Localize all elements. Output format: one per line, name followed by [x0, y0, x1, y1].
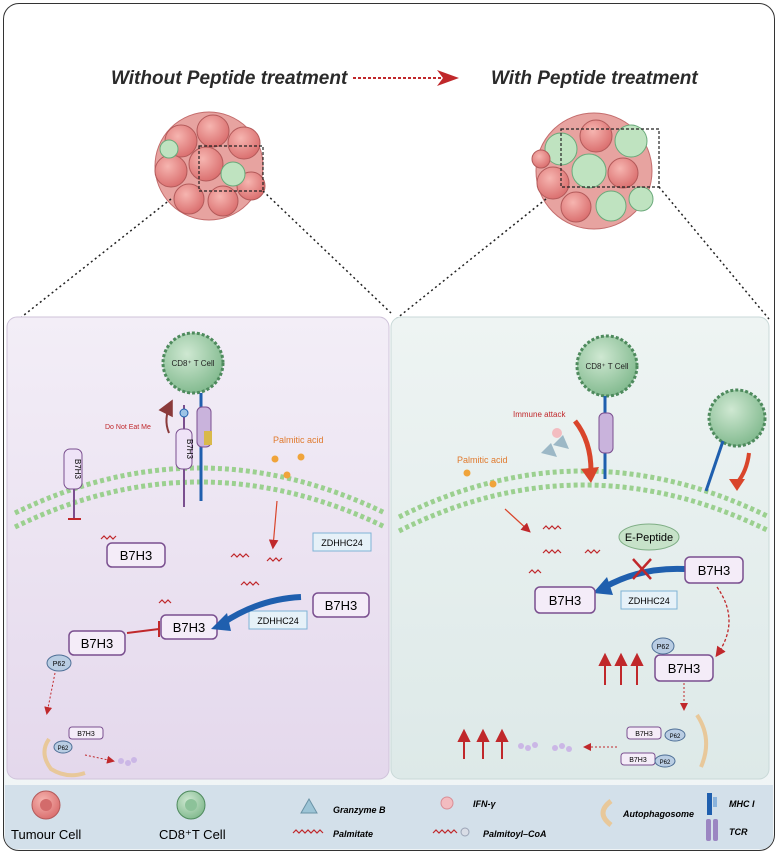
degraded-fragments-right: [518, 742, 572, 752]
immune-attack-label: Immune attack: [513, 410, 566, 419]
b7h3-box-right-a: B7H3: [534, 586, 596, 614]
t-cell-left: CD8⁺ T Cell: [161, 331, 225, 501]
b7h3-box-right-b: B7H3: [684, 556, 744, 584]
palmitoylation-arrow-left: [221, 594, 302, 626]
svg-text:P62: P62: [53, 661, 66, 668]
degradation-arrow-left: [44, 672, 56, 715]
svg-text:Palmitoyl–CoA: Palmitoyl–CoA: [483, 829, 547, 839]
blocked-palmitoylation-arrow: [603, 565, 686, 590]
b7h3-box-left-c: B7H3: [160, 614, 218, 640]
tumour-cluster-untreated: [154, 111, 266, 221]
autophagosome-right: [695, 713, 709, 768]
p62-left-b: P62: [58, 746, 69, 752]
title-with-treatment: With Peptide treatment: [491, 68, 698, 89]
tumour-cluster-treated: [531, 112, 660, 230]
t-cell-right-2: [704, 388, 767, 492]
legend-granzyme-b: Granzyme B: [300, 797, 386, 815]
up-arrows-mid: [598, 652, 644, 685]
b7h3-small-right-1: B7H3: [635, 731, 653, 738]
b7h3-box-left-d: B7H3: [68, 630, 126, 656]
svg-text:Palmitate: Palmitate: [333, 829, 373, 839]
legend-palmitate: Palmitate: [292, 829, 373, 839]
palmitate-marks-right: [528, 525, 601, 574]
legend-autophagosome: Autophagosome: [600, 799, 694, 827]
t-cell-right-label: CD8⁺ T Cell: [585, 362, 628, 371]
right-panel: [390, 316, 770, 780]
p62-left-a: [46, 654, 72, 672]
autophagosome-left: [42, 737, 86, 778]
legend-ifn-gamma: IFN-γ: [440, 796, 496, 810]
svg-text:B7H3: B7H3: [120, 548, 153, 563]
degraded-fragments-left: [118, 757, 137, 766]
b7h3-small-right-2: B7H3: [629, 757, 647, 764]
svg-text:TCR: TCR: [729, 827, 748, 837]
b7h3-box-left-b: B7H3: [312, 592, 370, 618]
svg-text:B7H3: B7H3: [325, 598, 358, 613]
b7h3-box-right-c: B7H3: [654, 654, 714, 682]
legend-palmitoyl-coa: Palmitoyl–CoA: [432, 827, 547, 839]
svg-text:B7H3: B7H3: [173, 620, 206, 635]
palmitic-acid-right-label: Palmitic acid: [457, 455, 508, 465]
p62-right-b: P62: [670, 734, 681, 740]
legend-mhc-i: MHC I: [707, 793, 755, 815]
palmitoylation-arrowhead-left: [211, 613, 231, 631]
b7h3-small-left: B7H3: [77, 731, 95, 738]
zoom-lines: [18, 186, 770, 320]
zdhhc24-right: ZDHHC24: [628, 596, 670, 606]
svg-text:B7H3: B7H3: [549, 593, 582, 608]
dont-eat-me-signal: Do Not Eat Me: [105, 399, 173, 434]
treatment-arrow: [353, 70, 459, 86]
inhibition-left: [126, 621, 160, 637]
svg-text:Granzyme B: Granzyme B: [333, 805, 386, 815]
svg-text:B7H3: B7H3: [81, 636, 114, 651]
b7h3-receptor-free: B7H3: [63, 448, 83, 520]
left-panel: [6, 316, 390, 780]
svg-text:B7H3: B7H3: [668, 661, 701, 676]
svg-text:Autophagosome: Autophagosome: [622, 809, 694, 819]
figure-frame: Without Peptide treatment With Peptide t…: [3, 3, 775, 851]
title-without-treatment: Without Peptide treatment: [111, 68, 348, 89]
svg-text:B7H3: B7H3: [698, 563, 731, 578]
t-cell-left-label: CD8⁺ T Cell: [171, 359, 214, 368]
svg-text:MHC I: MHC I: [729, 799, 755, 809]
p62-right-c: P62: [660, 760, 671, 766]
legend-cd8-t-cell: CD8⁺T Cell: [159, 790, 226, 842]
svg-text:Tumour Cell: Tumour Cell: [11, 827, 81, 842]
zdhhc24-box-right: [620, 590, 678, 610]
palmitate-marks-left: [100, 535, 283, 604]
p62-right-a: [651, 637, 675, 655]
palmitic-acid-left-label: Palmitic acid: [273, 435, 324, 445]
diagram-canvas: Without Peptide treatment With Peptide t…: [5, 68, 773, 849]
zdhhc24-box-left-a: [312, 532, 372, 552]
svg-text:P62: P62: [657, 644, 670, 651]
up-arrows-bottom: [457, 728, 509, 759]
e-peptide-label: E-Peptide: [625, 532, 673, 544]
zdhhc24-left-b: ZDHHC24: [257, 616, 299, 626]
block-x-mark: [632, 558, 652, 580]
b7h3-box-left-a: B7H3: [106, 542, 166, 568]
t-cell-right-1: CD8⁺ T Cell: [575, 334, 639, 479]
b7h3-vertical-tcell: B7H3: [185, 439, 194, 460]
legend-tcr: TCR: [706, 819, 748, 841]
immune-attack: Immune attack: [513, 410, 751, 491]
b7h3-vertical-free: B7H3: [73, 459, 82, 480]
e-peptide: [618, 523, 680, 551]
svg-text:CD8⁺T Cell: CD8⁺T Cell: [159, 827, 226, 842]
dashed-arrow-right: [715, 586, 730, 658]
legend-bar: [5, 785, 773, 849]
svg-text:IFN-γ: IFN-γ: [473, 799, 496, 809]
zdhhc24-box-left-b: [248, 610, 308, 630]
zdhhc24-left-a: ZDHHC24: [321, 538, 363, 548]
palmitic-acid-left: Palmitic acid: [268, 435, 324, 550]
legend-tumour-cell: Tumour Cell: [11, 790, 81, 842]
b7h3-receptor-tcell: B7H3: [175, 405, 194, 507]
palmitic-acid-right: Palmitic acid: [457, 455, 531, 533]
dont-eat-me-label: Do Not Eat Me: [105, 424, 151, 431]
